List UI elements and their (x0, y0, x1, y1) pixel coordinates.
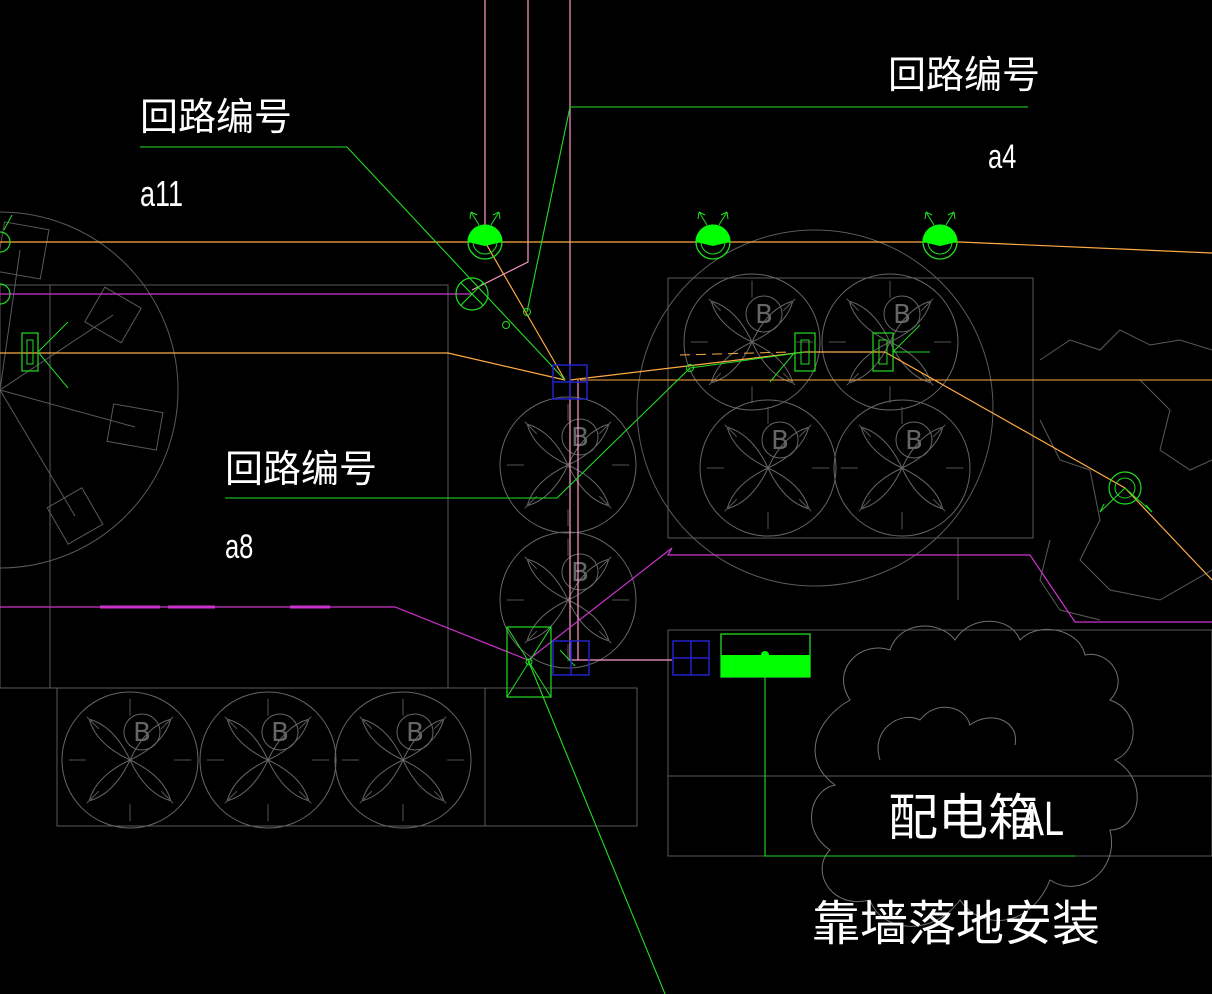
shrub-icon: B (499, 531, 637, 669)
shrub-group: B B B B B B B B B (61, 273, 971, 829)
shrub-icon: B (61, 691, 199, 829)
building-outline (0, 277, 1212, 857)
floor-spotlight-icon (1099, 471, 1153, 513)
circuit-label-a11: 回路编号 (140, 95, 292, 139)
shrub-icon: B (683, 273, 821, 411)
tree-marker-label: B (905, 426, 923, 456)
distribution-box-label: 配电箱 (888, 789, 1038, 847)
floor-spotlight-icon (922, 211, 958, 260)
tree-marker-label: B (271, 718, 289, 748)
junction-box-icon (552, 640, 590, 676)
wall-lamp-icon (0, 214, 69, 389)
tree-marker-label: B (755, 300, 773, 330)
shrub-icon: B (199, 691, 337, 829)
floor-spotlight-icon (467, 211, 503, 260)
circuit-number-a11: a11 (140, 173, 183, 214)
spotlight-group (467, 211, 958, 260)
circuit-label-a4: 回路编号 (888, 53, 1040, 97)
distribution-box-id: AL (1020, 792, 1064, 845)
tree-marker-label: B (406, 718, 424, 748)
junction-box-icon (672, 640, 710, 676)
junction-light-icon (455, 277, 694, 372)
tree-marker-label: B (571, 558, 589, 588)
shrub-icon: B (334, 691, 472, 829)
distribution-panel-icon (720, 633, 811, 678)
wall-lamp-icon (872, 324, 930, 372)
junction-box-icon (552, 364, 588, 400)
shrub-icon: B (821, 273, 959, 411)
hedge-outline (811, 620, 1138, 927)
tree-canopy-right (636, 229, 1212, 621)
shrub-icon: B (699, 399, 837, 537)
tree-marker-label: B (893, 300, 911, 330)
tree-marker-label: B (133, 718, 151, 748)
shrub-icon: B (833, 399, 971, 537)
wall-lamp-icon (769, 332, 816, 383)
circuit-label-a8: 回路编号 (225, 447, 377, 491)
circuit-number-a8: a8 (225, 529, 253, 566)
circuit-number-a4: a4 (988, 139, 1016, 176)
mounting-note: 靠墙落地安装 (812, 896, 1100, 952)
shrub-icon: B (499, 396, 637, 534)
tree-marker-label: B (571, 423, 589, 453)
tree-canopy-left (0, 211, 179, 569)
control-box-icon (506, 626, 552, 698)
tree-marker-label: B (771, 426, 789, 456)
floor-spotlight-icon (695, 211, 731, 260)
